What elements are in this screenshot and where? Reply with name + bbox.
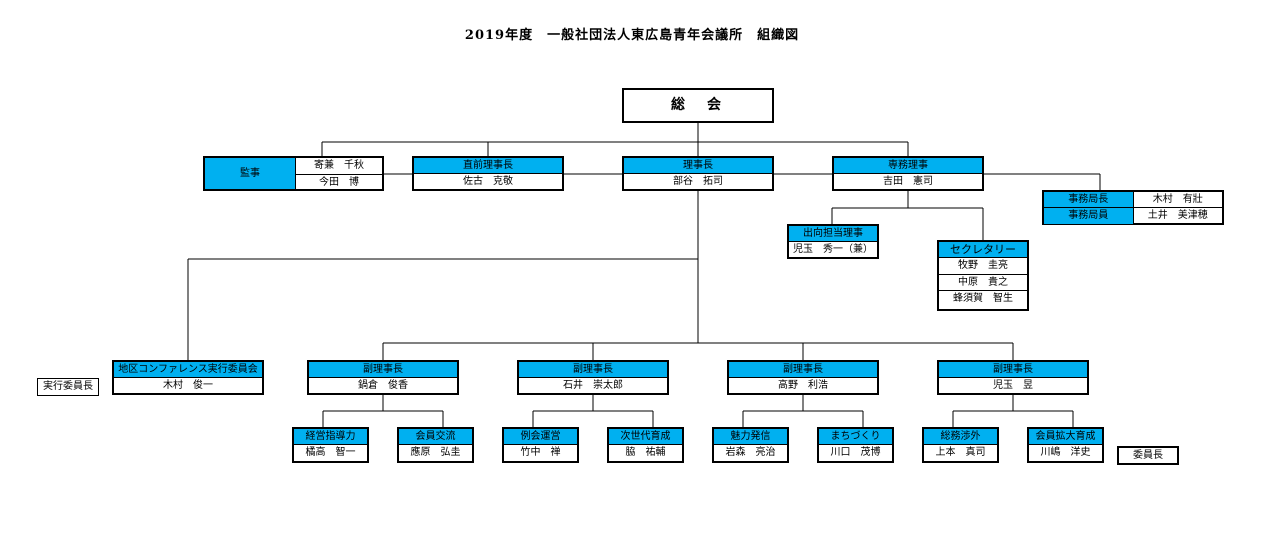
general-assembly-label: 総 会 [671,97,725,113]
vice-president-box: 副理事長 鍋倉 俊香 [307,360,459,395]
vice-president-role: 副理事長 [309,362,457,378]
president-name: 部谷 拓司 [673,176,723,187]
vice-president-box: 副理事長 児玉 昱 [937,360,1089,395]
vice-president-name: 石井 崇太郎 [563,380,623,391]
committee-chair: 川口 茂博 [830,447,881,458]
auditor-member: 今田 博 [296,174,382,190]
vice-president-name: 高野 利浩 [778,380,828,391]
vice-president-name: 児玉 昱 [993,380,1033,391]
committee-name: 会員交流 [399,429,472,445]
district-conference-box: 地区コンファレンス実行委員会 木村 俊一 [112,360,264,395]
committee-chair-label: 委員長 [1117,446,1179,465]
secretariat-role: 事務局員 [1044,208,1133,224]
committee-box: 会員交流 應原 弘圭 [397,427,474,463]
secretary-member: 蜂須賀 智生 [939,290,1027,306]
district-conference-role: 地区コンファレンス実行委員会 [114,362,262,378]
committee-chair: 上本 真司 [935,447,986,458]
executive-director-name: 吉田 憲司 [883,176,933,187]
committee-chair: 竹中 禅 [520,447,561,458]
past-president-role: 直前理事長 [414,158,562,174]
seconded-director-box: 出向担当理事 児玉 秀一（兼） [787,224,879,259]
committee-box: 例会運営 竹中 禅 [502,427,579,463]
committee-box: 経営指導力 橘高 智一 [292,427,369,463]
committee-box: 会員拡大育成 川嶋 洋史 [1027,427,1104,463]
committee-name: 次世代育成 [609,429,682,445]
seconded-director-name: 児玉 秀一（兼） [793,244,873,255]
committee-box: まちづくり 川口 茂博 [817,427,894,463]
executive-committee-chair-label: 実行委員長 [37,378,99,396]
past-president-name: 佐古 克敬 [463,176,513,187]
secretariat-role: 事務局長 [1044,192,1133,207]
past-president-box: 直前理事長 佐古 克敬 [412,156,564,191]
executive-director-box: 専務理事 吉田 憲司 [832,156,984,191]
committee-name: 例会運営 [504,429,577,445]
committee-name: 魅力発信 [714,429,787,445]
district-conference-name: 木村 俊一 [163,380,213,391]
auditor-box: 監事 寄兼 千秋 今田 博 [203,156,384,191]
vice-president-box: 副理事長 石井 崇太郎 [517,360,669,395]
committee-chair: 橘高 智一 [305,447,356,458]
committee-name: まちづくり [819,429,892,445]
committee-name: 会員拡大育成 [1029,429,1102,445]
president-box: 理事長 部谷 拓司 [622,156,774,191]
vice-president-box: 副理事長 高野 利浩 [727,360,879,395]
auditor-member: 寄兼 千秋 [314,160,364,171]
general-assembly-box: 総 会 [622,88,774,123]
vice-president-role: 副理事長 [519,362,667,378]
secretariat-name: 土井 美津穂 [1132,208,1223,224]
secretary-box: セクレタリー 牧野 圭亮 中原 貴之 蜂須賀 智生 [937,240,1029,311]
executive-director-role: 専務理事 [834,158,982,174]
secretary-member: 牧野 圭亮 [958,260,1008,271]
secretariat-name: 木村 有壯 [1132,192,1223,207]
president-role: 理事長 [624,158,772,174]
secretary-role: セクレタリー [939,242,1027,258]
committee-box: 次世代育成 脇 祐輔 [607,427,684,463]
secretary-member: 中原 貴之 [939,274,1027,290]
auditor-role: 監事 [205,158,296,189]
committee-box: 総務渉外 上本 真司 [922,427,999,463]
committee-box: 魅力発信 岩森 亮治 [712,427,789,463]
committee-chair: 川嶋 洋史 [1040,447,1091,458]
committee-chair: 岩森 亮治 [725,447,776,458]
committee-chair: 脇 祐輔 [625,447,666,458]
committee-chair: 應原 弘圭 [410,447,461,458]
committee-name: 総務渉外 [924,429,997,445]
vice-president-role: 副理事長 [729,362,877,378]
committee-name: 経営指導力 [294,429,367,445]
seconded-director-role: 出向担当理事 [789,226,877,242]
page-title: 2019年度 一般社団法人東広島青年会議所 組織図 [464,28,800,43]
vice-president-name: 鍋倉 俊香 [358,380,408,391]
vice-president-role: 副理事長 [939,362,1087,378]
secretariat-box: 事務局長 木村 有壯 事務局員 土井 美津穂 [1042,190,1224,225]
